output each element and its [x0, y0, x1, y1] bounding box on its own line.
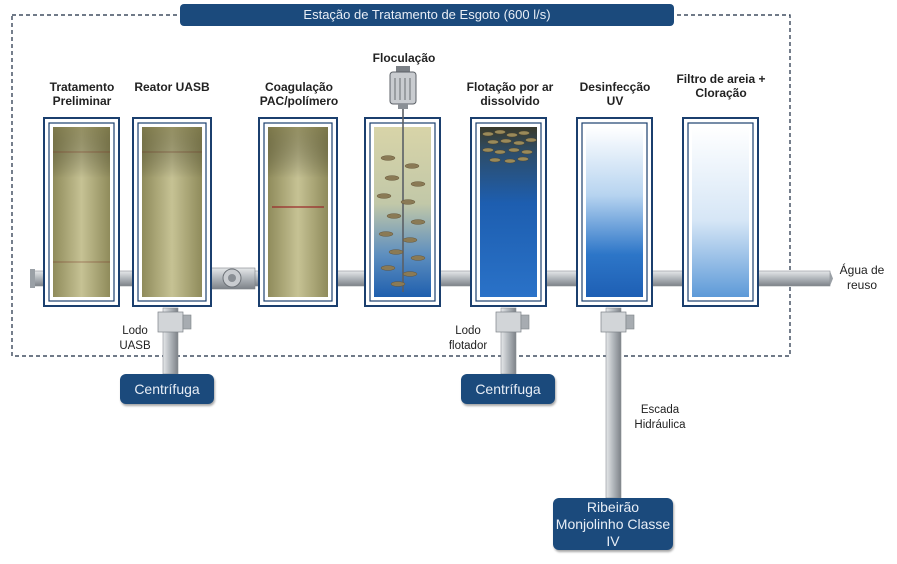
- centrifuga-uasb-box: Centrífuga: [120, 374, 214, 404]
- stage-label-filtro: Filtro de areia + Cloração: [676, 72, 766, 100]
- agua-reuso-label: Água de reuso: [839, 263, 885, 292]
- diagram-title: Estação de Tratamento de Esgoto (600 l/s…: [180, 4, 674, 26]
- lodo-flotador-label: Lodo flotador: [448, 325, 488, 352]
- tank-uv: [576, 117, 653, 307]
- tank-uasb: [132, 117, 212, 307]
- valve-icon: [209, 267, 256, 290]
- stage-label-uasb: Reator UASB: [134, 80, 210, 94]
- stage-label-uv: Desinfecção UV: [579, 80, 651, 108]
- mixer-motor-icon: [389, 66, 417, 109]
- lodo-uasb-label: Lodo UASB: [119, 325, 151, 352]
- ribeirao-box: Ribeirão Monjolinho Classe IV: [553, 498, 673, 550]
- stage-label-preliminar: Tratamento Preliminar: [49, 80, 115, 108]
- drain-valve-icon: [600, 311, 635, 333]
- drain-valve-icon: [495, 311, 530, 333]
- tank-floculacao: [364, 106, 441, 307]
- drain-pipe-escada: [605, 307, 622, 499]
- stage-label-coagulacao: Coagulação PAC/polímero: [259, 80, 339, 108]
- centrifuga-flotador-box: Centrífuga: [461, 374, 555, 404]
- tank-coagulacao: [258, 117, 338, 307]
- escada-hidraulica-label: Escada Hidráulica: [634, 404, 686, 431]
- stage-label-floculacao: Floculação: [372, 51, 436, 65]
- tank-preliminar: [43, 117, 120, 307]
- tank-filtro: [682, 117, 759, 307]
- tank-flotacao: [470, 117, 547, 307]
- outlet-arrow-icon: [830, 271, 833, 286]
- pipe-cap: [30, 269, 35, 288]
- stage-label-flotacao: Flotação por ar dissolvido: [466, 80, 554, 108]
- drain-valve-icon: [157, 311, 192, 333]
